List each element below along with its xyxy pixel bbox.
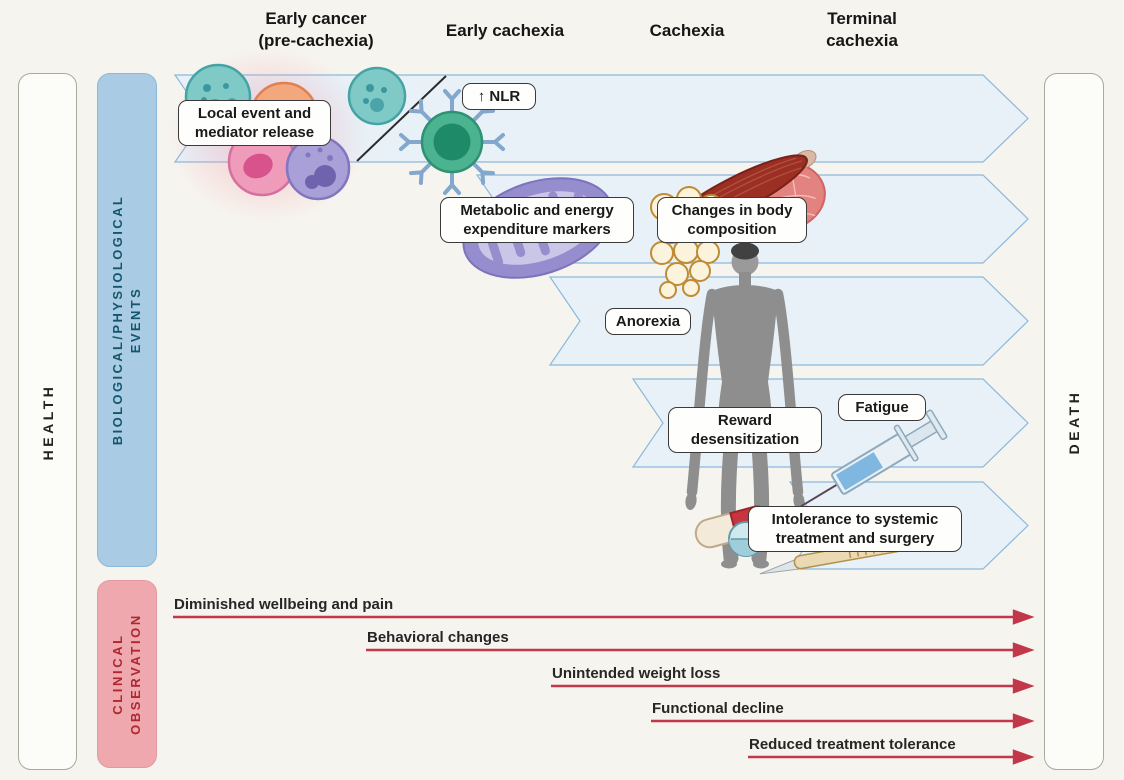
stage-header-line: Early cachexia [445,21,565,40]
stage-header-terminal-cachexia: Terminal cachexia [762,8,962,52]
stage-header-early-cancer: Early cancer (pre-cachexia) [216,8,416,52]
clinical-observation-arrows [173,609,1035,765]
stage-header-line: cachexia [826,31,898,50]
obs-behavioral-changes: Behavioral changes [367,629,509,646]
biological-events-track-box: BIOLOGICAL/PHYSIOLOGICAL EVENTS [97,73,157,567]
death-endpoint-box: DEATH [1044,73,1104,770]
obs-reduced-treatment-tolerance: Reduced treatment tolerance [749,736,956,753]
obs-unintended-weight-loss: Unintended weight loss [552,665,721,682]
stage-header-cachexia: Cachexia [587,20,787,42]
syringe-icon [800,409,948,508]
label-anorexia: Anorexia [605,308,691,335]
clinical-observation-label: CLINICAL OBSERVATION [110,613,143,735]
health-endpoint-box: HEALTH [18,73,77,770]
stage-header-line: Early cancer [265,9,367,28]
death-label: DEATH [1066,389,1082,454]
obs-diminished-wellbeing: Diminished wellbeing and pain [174,596,394,613]
divider-slash [356,75,447,162]
label-body-composition: Changes in body composition [657,197,807,243]
purple-cell-icon [285,135,351,201]
stage-header-line: Cachexia [649,21,725,40]
obs-functional-decline: Functional decline [652,700,784,717]
hair [731,242,759,260]
label-intolerance-treatment: Intolerance to systemic treatment and su… [748,506,962,552]
lymphocyte-receptor-cell-icon [399,89,505,195]
stage-header-line: (pre-cachexia) [258,31,374,50]
biological-events-label: BIOLOGICAL/PHYSIOLOGICAL EVENTS [110,194,143,446]
label-metabolic-markers: Metabolic and energy expenditure markers [440,197,634,243]
label-local-event: Local event and mediator release [178,100,331,146]
band-arrow-3 [548,276,1029,366]
label-reward-desensitization: Reward desensitization [668,407,822,453]
stage-header-early-cachexia: Early cachexia [405,20,605,42]
stage-header-line: Terminal [827,9,897,28]
label-nlr: ↑ NLR [462,83,536,110]
label-fatigue: Fatigue [838,394,926,421]
health-label: HEALTH [39,383,56,460]
clinical-observation-track-box: CLINICAL OBSERVATION [97,580,157,768]
teal-cell-2-icon [347,66,407,126]
